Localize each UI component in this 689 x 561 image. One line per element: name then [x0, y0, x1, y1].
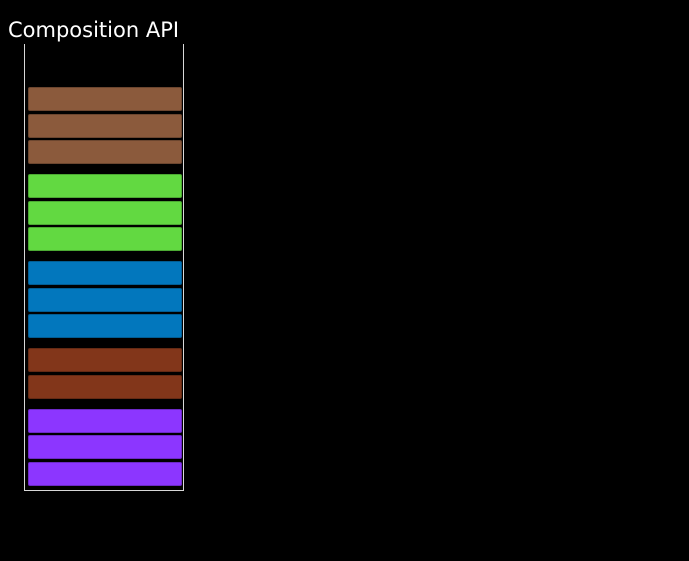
- stack-block-group-2-item-1: [28, 174, 182, 198]
- stack-block-group-4-item-1: [28, 348, 182, 372]
- stack-block-group-4-item-2: [28, 375, 182, 399]
- stack-block-group-5-item-1: [28, 409, 182, 433]
- block-stack-container: [24, 44, 184, 491]
- stack-block-group-5-item-3: [28, 462, 182, 486]
- stack-block-group-2-item-2: [28, 201, 182, 225]
- diagram-title: Composition API: [8, 18, 180, 42]
- stack-block-group-1-item-1: [28, 87, 182, 111]
- stack-block-group-1-item-3: [28, 140, 182, 164]
- stack-block-group-1-item-2: [28, 114, 182, 138]
- stack-block-group-5-item-2: [28, 435, 182, 459]
- stack-block-group-3-item-1: [28, 261, 182, 285]
- stack-block-group-3-item-2: [28, 288, 182, 312]
- stack-block-group-3-item-3: [28, 314, 182, 338]
- stack-block-group-2-item-3: [28, 227, 182, 251]
